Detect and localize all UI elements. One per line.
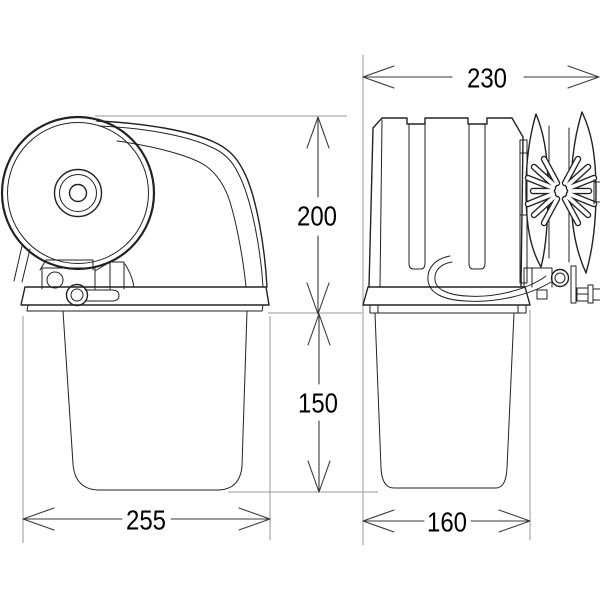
housing-top-parallel — [98, 125, 264, 288]
arrowhead — [567, 65, 600, 89]
dimension-lower-height: 150 — [298, 313, 338, 493]
dim-label-overall-width: 230 — [467, 63, 507, 94]
arrowhead — [307, 460, 331, 493]
housing-panel-line — [116, 140, 247, 288]
arrowhead — [306, 116, 330, 149]
front-view — [0, 115, 270, 491]
drum-outer-circle — [0, 115, 156, 271]
side-base-lip — [369, 304, 527, 314]
housing-panel-foot — [124, 263, 135, 288]
side-base-plate — [362, 286, 531, 306]
dimension-upper-height: 200 — [297, 116, 337, 315]
dim-label-side-base-width: 160 — [427, 507, 467, 538]
hub-shaft-hole — [68, 183, 88, 203]
dim-label-upper-height: 200 — [297, 201, 337, 232]
mount-bolts — [536, 284, 600, 304]
gypsy-spokes — [524, 155, 598, 227]
dimension-overall-width: 230 — [362, 63, 600, 94]
dim-label-lower-height: 150 — [298, 388, 338, 419]
motor-cable — [427, 255, 552, 302]
tub-side — [374, 312, 515, 489]
dimension-side-base-width: 160 — [362, 507, 531, 538]
bolt-washer — [587, 284, 594, 304]
side-body-outline — [368, 117, 524, 288]
base-plate — [20, 286, 270, 306]
body-groove — [468, 123, 486, 270]
bracket-flange — [39, 259, 94, 271]
body-groove — [408, 123, 426, 270]
side-strip — [519, 139, 528, 284]
arrowhead — [238, 507, 271, 531]
bolt-nut — [576, 287, 589, 302]
bracket-body — [41, 267, 96, 290]
dimension-annotations: 230 200 150 255 — [22, 63, 600, 538]
dimension-front-base-width: 255 — [22, 505, 271, 536]
cable-grommet-outer — [550, 268, 570, 288]
hub-outer-circle — [53, 168, 103, 218]
bolt-nut — [592, 288, 600, 301]
bolt-nut — [536, 289, 548, 300]
arrowhead — [362, 65, 395, 89]
tub-front — [62, 310, 248, 491]
housing-top-outline — [96, 120, 268, 288]
hub-mid-circle — [59, 174, 97, 212]
arrowhead — [362, 509, 395, 533]
mount-bracket — [570, 265, 577, 304]
hub-stub — [593, 179, 600, 205]
motor-cable-inner — [434, 261, 547, 297]
bracket-bolt — [46, 271, 64, 289]
side-body-inner-edge — [379, 119, 383, 288]
bracket-step — [94, 261, 125, 290]
cable-grommet-inner — [554, 272, 566, 284]
dim-label-front-base-width: 255 — [126, 505, 166, 536]
arrowhead — [307, 313, 331, 346]
drum-inner-circle — [7, 122, 149, 264]
arrowhead — [306, 282, 330, 315]
lever-pivot-inner — [70, 288, 84, 302]
arrowhead — [22, 507, 55, 531]
extension-lines — [22, 55, 531, 545]
arrowhead — [498, 509, 531, 533]
housing-left-edge — [13, 245, 31, 283]
base-plate-lip — [26, 304, 264, 312]
clutch-lever — [84, 289, 120, 302]
side-view — [362, 111, 600, 489]
